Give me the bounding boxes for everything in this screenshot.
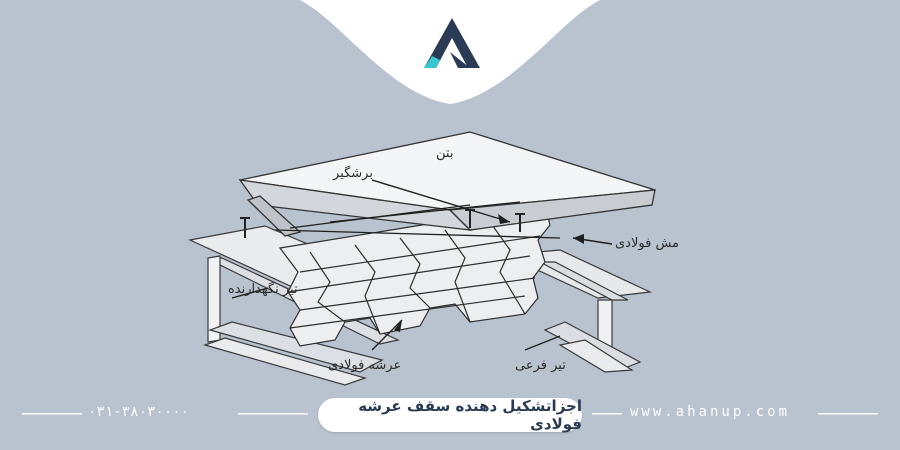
label-concrete: بتن <box>436 146 454 161</box>
shear-studs-shape <box>240 209 525 238</box>
footer-website[interactable]: www.ahanup.com <box>630 404 791 420</box>
label-joist: تیر فرعی <box>515 358 566 373</box>
leader-arrowheads <box>394 214 584 332</box>
footer-rule-left <box>22 413 82 415</box>
diagram-title: اجزاتشکیل دهنده سقف عرشه فولادی <box>318 397 582 433</box>
footer-rule-right <box>818 413 878 415</box>
ahanup-logo <box>424 18 480 68</box>
label-steel-mesh: مش فولادی <box>615 236 679 251</box>
label-steel-deck: عرشه فولادی <box>328 358 402 373</box>
concrete-slab-shape <box>238 131 656 237</box>
footer-rule-mid-right <box>592 413 622 415</box>
steel-deck-shape <box>278 204 551 347</box>
footer-phone: ۰۳۱-۳۸۰۳۰۰۰۰ <box>88 404 190 420</box>
footer-rule-mid-left <box>238 413 308 415</box>
steel-mesh-shape <box>274 201 561 239</box>
label-main-beam: تیر نگهدارنده <box>228 282 298 297</box>
label-shear-stud: برشگیر <box>333 166 373 181</box>
